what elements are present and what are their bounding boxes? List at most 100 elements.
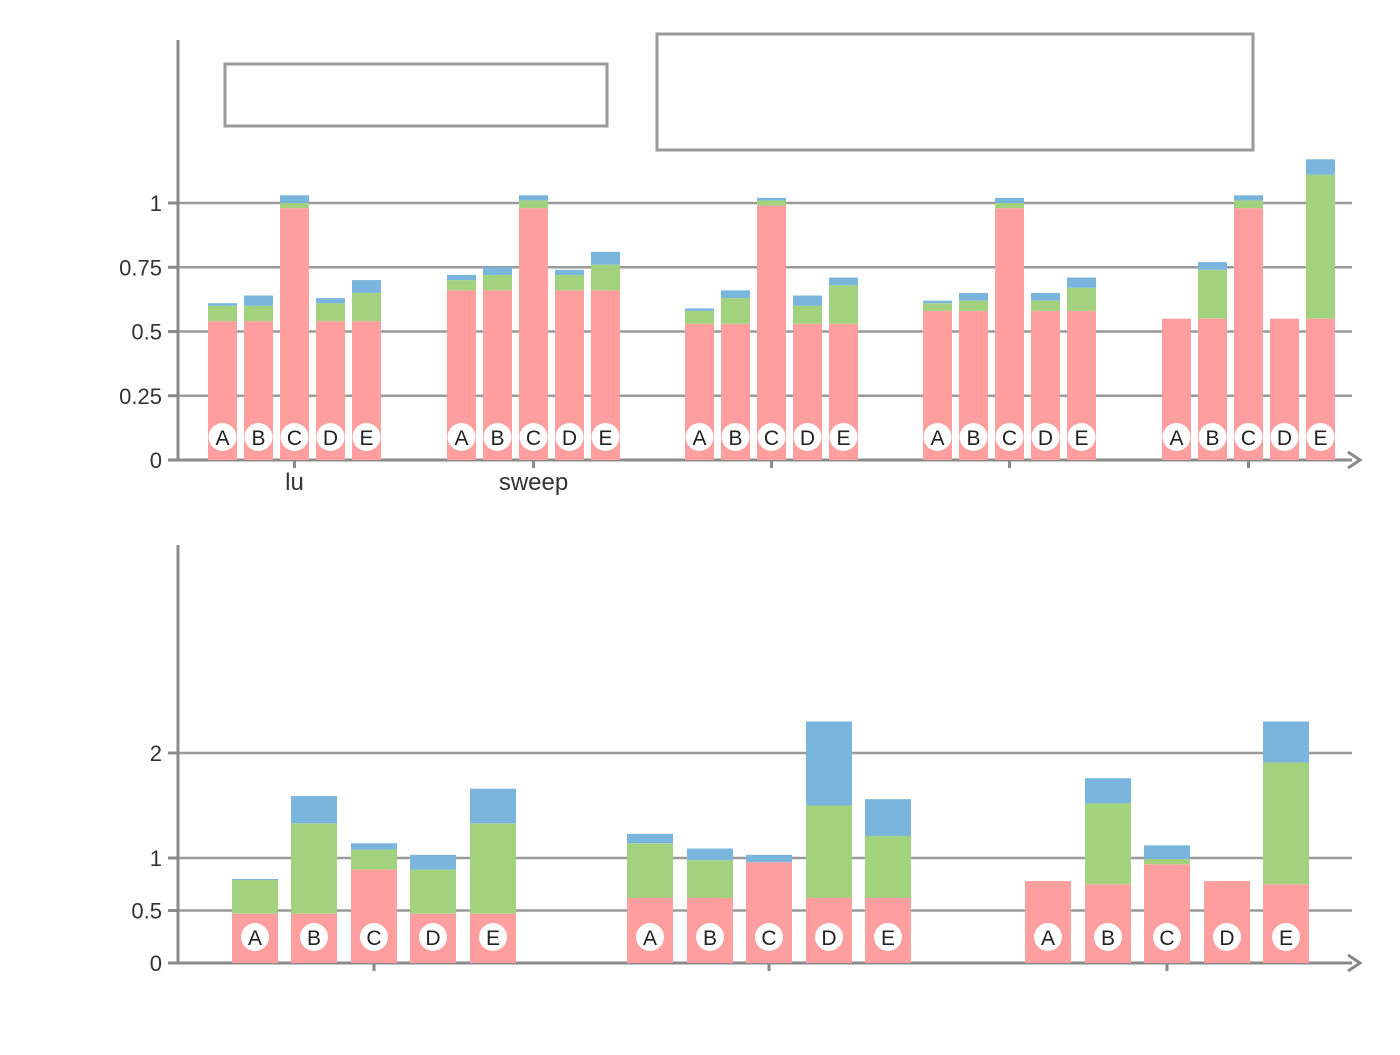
x-axis-arrow <box>1347 450 1363 470</box>
bar-segment-top <box>351 843 397 850</box>
bar-segment-top <box>959 292 988 301</box>
bar-letter: D <box>425 927 440 950</box>
bar-letter-badge <box>636 923 664 951</box>
y-tick-label: 0 <box>150 448 162 473</box>
bar-letter: C <box>1159 927 1174 950</box>
bar-segment-top <box>687 848 733 861</box>
bar-segment-mid <box>793 305 822 324</box>
bar-segment-top <box>627 833 673 844</box>
bar-segment-mid <box>627 843 673 898</box>
bar-letter: C <box>761 927 776 950</box>
bar-segment-top <box>291 796 337 824</box>
bar-letter-badge <box>447 423 476 451</box>
bar-segment-mid <box>244 305 273 322</box>
bar-letter: B <box>703 927 717 950</box>
bar-letter-badge <box>300 923 328 951</box>
bar-segment-mid <box>410 869 456 914</box>
bar-segment-mid <box>291 823 337 914</box>
bar-letter-badge <box>519 423 548 451</box>
bar-segment-top <box>685 308 714 311</box>
bar-segment-top <box>555 269 584 275</box>
bar-letter: B <box>251 427 265 450</box>
bar-letter-badge <box>1306 423 1335 451</box>
bar-letter: A <box>930 427 944 450</box>
bar-letter: B <box>966 427 980 450</box>
bar-letter-badge <box>208 423 237 451</box>
bar-segment-top <box>1234 195 1263 201</box>
bar-letter-badge <box>1067 423 1096 451</box>
bar-letter: D <box>821 927 836 950</box>
bar-letter: C <box>526 427 541 450</box>
bar-segment-mid <box>519 200 548 209</box>
bar-letter-badge <box>685 423 714 451</box>
bar-letter-badge <box>815 923 843 951</box>
bar-segment-base <box>280 208 309 460</box>
group-label: lu <box>285 469 304 496</box>
bar-letter: E <box>359 427 373 450</box>
bar-segment-top <box>316 298 345 304</box>
bar-letter: D <box>800 427 815 450</box>
bar-segment-top <box>995 197 1024 203</box>
bar-segment-top <box>1198 262 1227 270</box>
bar-segment-top <box>1306 159 1335 175</box>
bar-segment-mid <box>555 274 584 291</box>
bar-letter: A <box>643 927 657 950</box>
bar-segment-mid <box>1031 300 1060 311</box>
bar-letter-badge <box>483 423 512 451</box>
bar-segment-mid <box>591 264 620 291</box>
bar-segment-top <box>865 799 911 836</box>
bar-letter: C <box>1241 427 1256 450</box>
y-tick-label: 0.25 <box>119 384 162 409</box>
bar-letter: E <box>486 927 500 950</box>
bar-letter: A <box>454 427 468 450</box>
bar-letter: D <box>562 427 577 450</box>
bar-letter-badge <box>757 423 786 451</box>
bar-letter-badge <box>1198 423 1227 451</box>
y-tick-label: 0.75 <box>119 255 162 280</box>
bar-letter-badge <box>1272 923 1300 951</box>
bar-letter: A <box>215 427 229 450</box>
bar-segment-base <box>995 208 1024 460</box>
bar-segment-mid <box>1144 859 1190 865</box>
bar-segment-mid <box>923 303 952 311</box>
bar-letter: E <box>1313 427 1327 450</box>
bar-segment-mid <box>1067 287 1096 311</box>
bar-segment-mid <box>447 280 476 291</box>
bar-letter: B <box>307 927 321 950</box>
bar-segment-mid <box>959 300 988 311</box>
bar-letter: C <box>287 427 302 450</box>
bar-letter-badge <box>793 423 822 451</box>
bar-segment-top <box>280 195 309 203</box>
bar-letter-badge <box>241 923 269 951</box>
bar-letter-badge <box>1162 423 1191 451</box>
bar-segment-top <box>1263 721 1309 763</box>
bar-segment-mid <box>865 835 911 898</box>
bar-segment-top <box>793 295 822 306</box>
bar-letter-badge <box>419 923 447 951</box>
bar-letter-badge <box>1094 923 1122 951</box>
bar-letter: E <box>1074 427 1088 450</box>
bar-letter: A <box>692 427 706 450</box>
bar-segment-mid <box>1263 762 1309 885</box>
bar-letter-badge <box>721 423 750 451</box>
x-axis-arrow <box>1347 953 1363 973</box>
bar-segment-top <box>1067 277 1096 288</box>
bar-segment-top <box>757 197 786 201</box>
bar-letter-badge <box>1270 423 1299 451</box>
bar-segment-top <box>447 274 476 281</box>
bar-letter: D <box>1277 427 1292 450</box>
bar-letter: B <box>728 427 742 450</box>
bar-segment-mid <box>829 285 858 324</box>
bar-segment-base <box>519 208 548 460</box>
bar-letter: E <box>1279 927 1293 950</box>
bar-letter: C <box>366 927 381 950</box>
bar-segment-top <box>746 854 792 863</box>
y-tick-label: 0.5 <box>131 320 162 345</box>
bar-letter: A <box>1169 427 1183 450</box>
bar-segment-top <box>721 290 750 299</box>
bar-letter-badge <box>360 923 388 951</box>
bar-segment-mid <box>232 880 278 914</box>
